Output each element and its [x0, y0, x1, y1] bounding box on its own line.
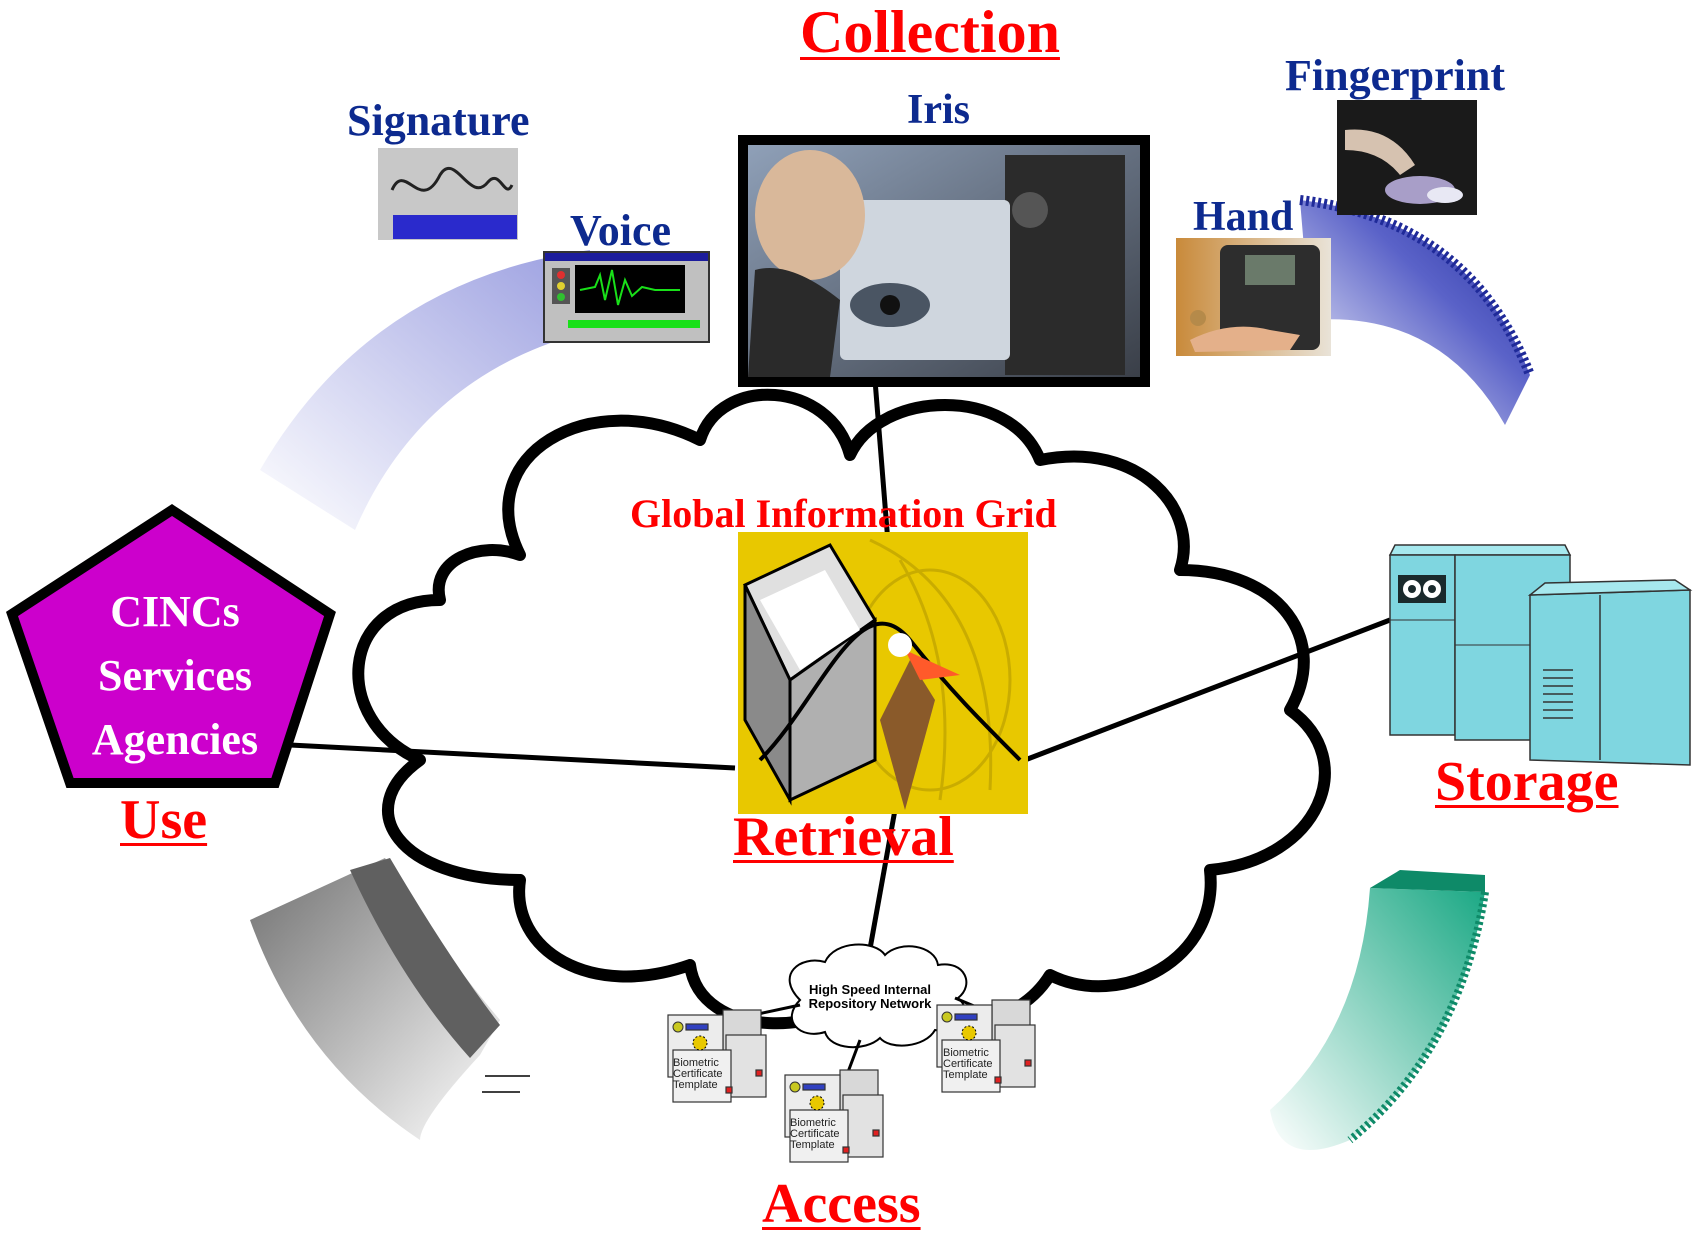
hand-scanner-thumbnail — [1176, 238, 1331, 356]
template-line: Template — [790, 1139, 835, 1151]
voice-label: Voice — [570, 206, 672, 255]
voice-thumbnail — [543, 251, 710, 343]
network-label-line1: High Speed Internal — [808, 982, 932, 997]
use-label: Use — [120, 789, 208, 851]
users-pentagon-text: CINCs Services Agencies — [40, 580, 310, 772]
network-label: High Speed Internal Repository Network — [790, 983, 950, 1011]
template-line: Certificate — [790, 1128, 840, 1140]
template-line: Biometric — [673, 1057, 719, 1069]
repository-servers — [667, 999, 1036, 1163]
template-line: Certificate — [673, 1068, 723, 1080]
template-line: Certificate — [943, 1058, 993, 1070]
signature-label: Signature — [347, 96, 530, 145]
template-line: Template — [673, 1079, 718, 1091]
template-line: Template — [943, 1069, 988, 1081]
signature-thumbnail — [378, 148, 518, 240]
iris-scan-photo — [738, 135, 1150, 387]
users-line-services: Services — [98, 651, 252, 700]
repository-server-stack — [667, 1009, 767, 1103]
grid-clipart-tile — [738, 532, 1028, 814]
cycle-arc-access — [1270, 870, 1489, 1150]
repository-server-stack — [936, 999, 1036, 1093]
users-line-cincs: CINCs — [110, 587, 240, 636]
users-line-agencies: Agencies — [91, 715, 259, 764]
collection-label: Collection — [800, 0, 1060, 65]
network-label-line2: Repository Network — [808, 996, 932, 1011]
storage-label: Storage — [1435, 751, 1619, 813]
template-line: Biometric — [943, 1047, 989, 1059]
template-label-center: Biometric Certificate Template — [790, 1118, 840, 1151]
storage-server-unit — [1388, 544, 1693, 766]
cycle-arc-collection — [260, 250, 590, 530]
retrieval-label: Retrieval — [733, 806, 954, 868]
fingerprint-thumbnail — [1337, 100, 1477, 215]
cycle-arc-use — [250, 858, 530, 1140]
global-information-grid-label: Global Information Grid — [630, 491, 1057, 536]
template-line: Biometric — [790, 1117, 836, 1129]
fingerprint-label: Fingerprint — [1285, 51, 1505, 100]
repository-server-stack — [784, 1069, 884, 1163]
template-label-right: Biometric Certificate Template — [943, 1048, 993, 1081]
cycle-arc-storage — [1299, 195, 1535, 425]
access-label: Access — [762, 1173, 921, 1235]
iris-label: Iris — [907, 87, 970, 133]
users-pentagon — [6, 504, 336, 788]
hand-label: Hand — [1193, 194, 1294, 240]
template-label-left: Biometric Certificate Template — [673, 1058, 723, 1091]
